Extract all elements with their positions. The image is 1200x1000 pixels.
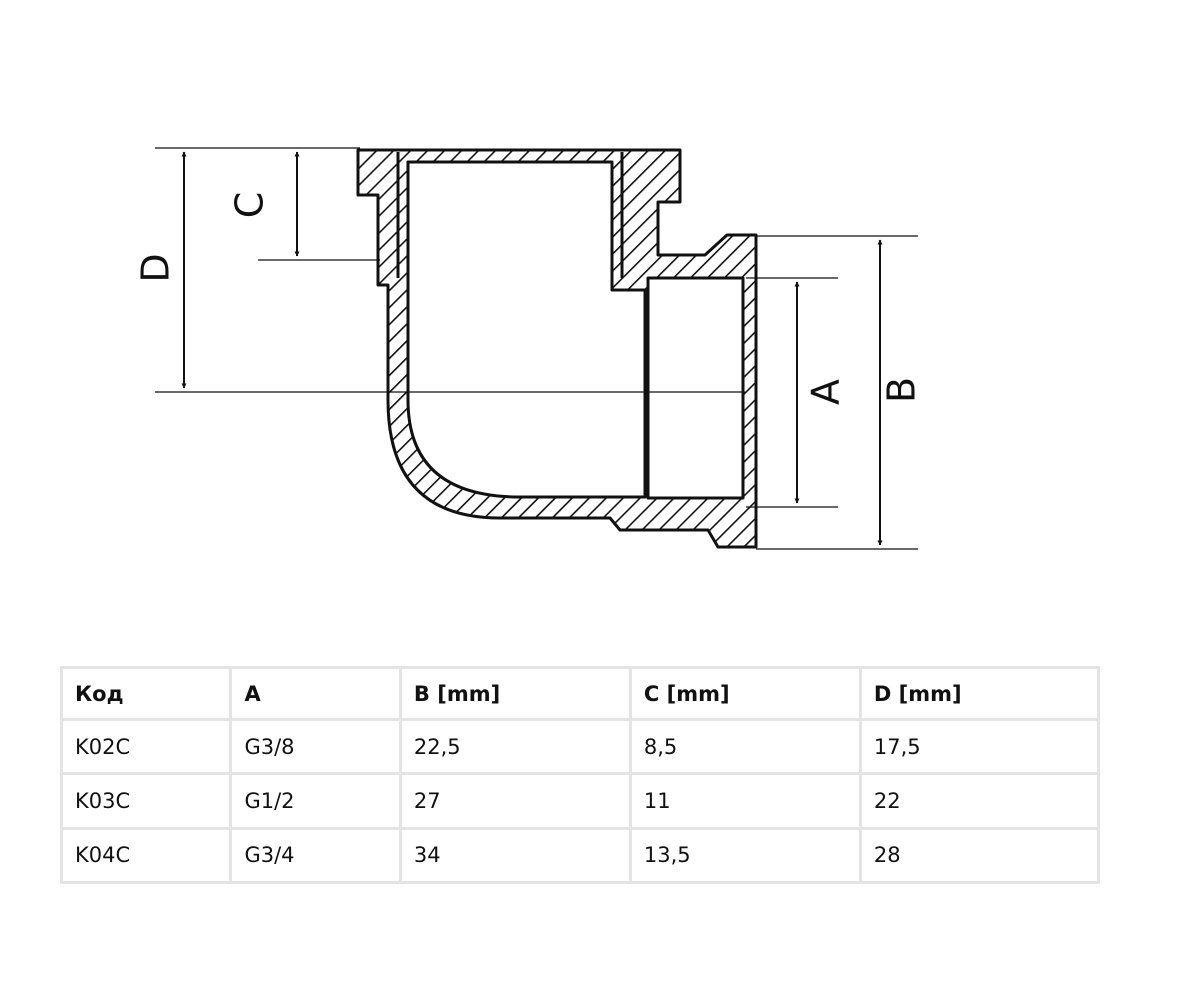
dim-label-c: C (228, 192, 272, 219)
dimension-arrows (181, 151, 883, 546)
table-row: K04C G3/4 34 13,5 28 (63, 829, 1097, 881)
table-row: K03C G1/2 27 11 22 (63, 775, 1097, 827)
dim-label-a: A (804, 379, 848, 405)
header-c: C [mm] (631, 669, 859, 718)
cell-a: G3/4 (232, 829, 399, 881)
thread-insert (646, 276, 745, 500)
header-d: D [mm] (861, 669, 1097, 718)
cell-d: 17,5 (861, 721, 1097, 773)
cell-b: 22,5 (401, 721, 629, 773)
dimension-lines (155, 147, 918, 550)
cell-d: 28 (861, 829, 1097, 881)
table-header-row: Код A B [mm] C [mm] D [mm] (63, 669, 1097, 718)
dimensions-table: Код A B [mm] C [mm] D [mm] K02C G3/8 22,… (60, 666, 1100, 884)
dim-label-b: B (880, 377, 924, 403)
header-a: A (232, 669, 399, 718)
header-b: B [mm] (401, 669, 629, 718)
dim-label-d: D (134, 253, 178, 282)
elbow-fitting-drawing: D C A B (134, 147, 924, 550)
cell-a: G3/8 (232, 721, 399, 773)
cell-d: 22 (861, 775, 1097, 827)
fitting-body (356, 148, 758, 549)
cell-c: 13,5 (631, 829, 859, 881)
cell-code: K04C (63, 829, 230, 881)
fitting-bore (406, 160, 647, 499)
cell-c: 8,5 (631, 721, 859, 773)
cell-b: 27 (401, 775, 629, 827)
cell-code: K03C (63, 775, 230, 827)
table-row: K02C G3/8 22,5 8,5 17,5 (63, 721, 1097, 773)
cell-c: 11 (631, 775, 859, 827)
cell-code: K02C (63, 721, 230, 773)
cell-a: G1/2 (232, 775, 399, 827)
cell-b: 34 (401, 829, 629, 881)
header-code: Код (63, 669, 230, 718)
